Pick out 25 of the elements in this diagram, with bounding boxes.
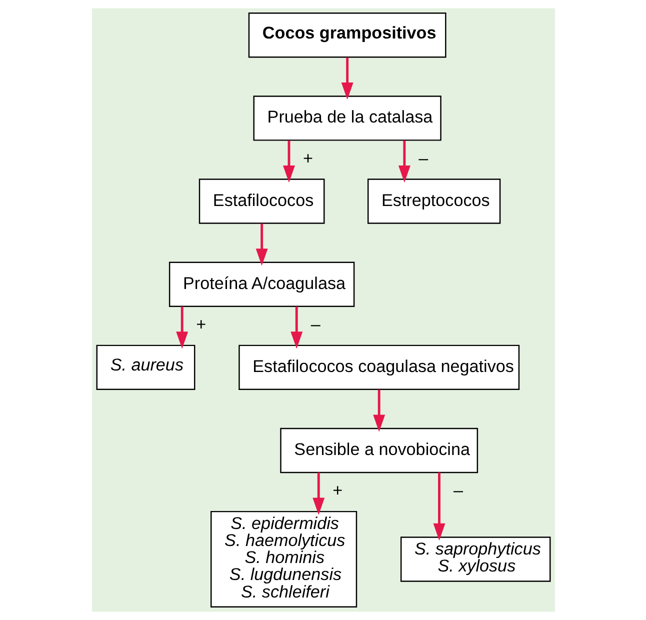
- arrow: [176, 306, 188, 349]
- edge-label: –: [453, 481, 463, 500]
- node-box: S. epidermidis S. haemolyticus S. hominis S. lugdunensis S. schleiferi: [210, 510, 357, 608]
- arrow: [282, 140, 294, 183]
- arrow: [290, 306, 302, 349]
- node-box: Estafilococos coagulasa negativos: [238, 344, 520, 390]
- node-box: Sensible a novobiocina: [280, 428, 478, 474]
- arrow: [312, 472, 324, 515]
- node-box: S. aureus: [96, 344, 195, 390]
- edge-label: –: [418, 148, 428, 168]
- node-box: Cocos grampositivos: [248, 12, 446, 58]
- edge-label: +: [332, 481, 342, 500]
- node-box: Prueba de la catalasa: [252, 96, 441, 141]
- node-box: Proteína A/coagulasa: [168, 262, 354, 307]
- arrow: [432, 472, 445, 541]
- edge-label: +: [302, 148, 312, 168]
- arrow: [372, 390, 385, 432]
- arrow: [398, 140, 410, 183]
- node-box: Estafilococos: [198, 178, 324, 224]
- arrow: [340, 57, 353, 100]
- node-box: S. saprophyticus S. xylosus: [400, 536, 550, 582]
- node-box: Estreptococos: [366, 178, 500, 224]
- edge-label: –: [310, 315, 320, 334]
- edge-label: +: [196, 315, 206, 334]
- arrow: [255, 224, 268, 266]
